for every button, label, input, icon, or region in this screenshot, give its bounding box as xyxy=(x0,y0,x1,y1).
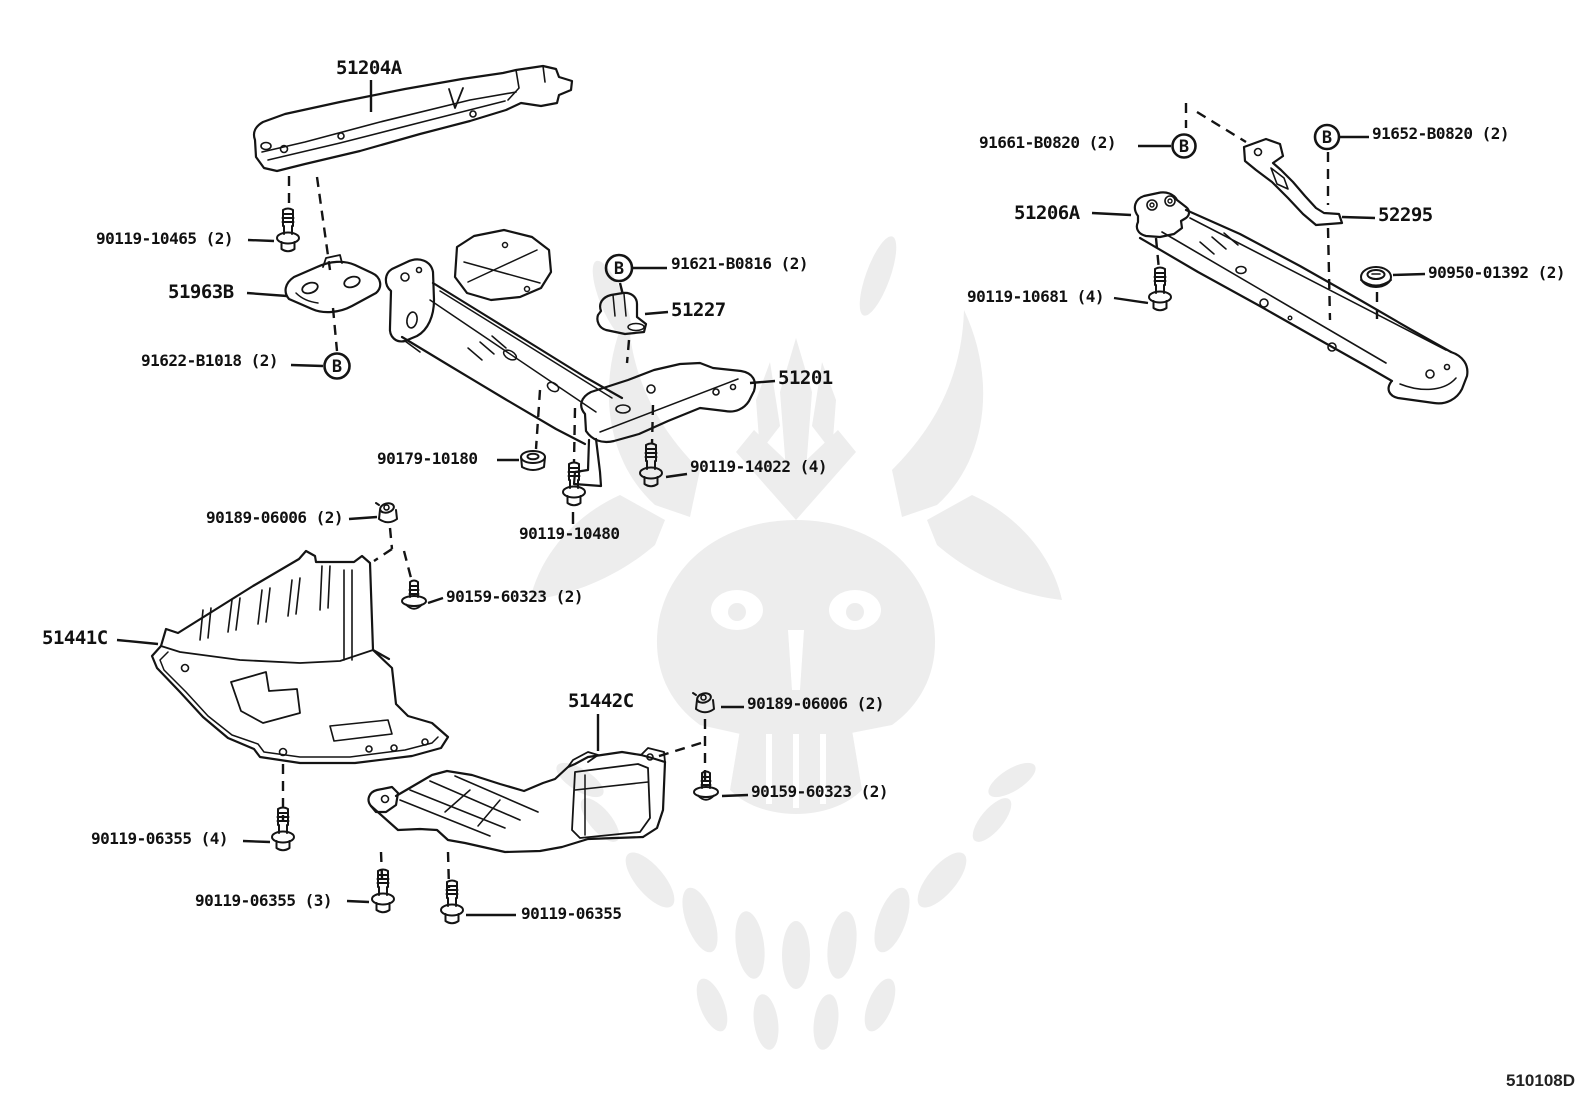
nut-90179-10180-icon xyxy=(520,450,546,471)
label-bolt-90119-06355-qty3: 90119-06355 (3) xyxy=(195,891,333,910)
circled-b-markers xyxy=(323,123,1341,380)
bolt-90119-06355-qty3-icon xyxy=(371,868,395,914)
circled-b-letters: B B B B xyxy=(332,128,1332,377)
label-bolt-90119-10465: 90119-10465 (2) xyxy=(96,229,234,248)
label-bolt-91621-b0816: 91621-B0816 (2) xyxy=(671,254,809,273)
label-part-51963b: 51963B xyxy=(168,281,234,303)
marker-b-2: B xyxy=(614,259,624,279)
part-51441c-drawing xyxy=(150,549,450,765)
label-part-51227: 51227 xyxy=(671,299,726,321)
label-bolt-91622-b1018: 91622-B1018 (2) xyxy=(141,351,279,370)
label-bolt-91661-b0820: 91661-B0820 (2) xyxy=(979,133,1117,152)
bolt-90119-10465-icon xyxy=(276,207,300,253)
bolt-90119-14022-icon xyxy=(639,442,663,488)
label-part-52295: 52295 xyxy=(1378,204,1433,226)
screw-90159-left-icon xyxy=(401,579,427,610)
screw-90159-right-icon xyxy=(693,770,719,801)
label-part-51442c: 51442C xyxy=(568,690,634,712)
watermark-samurai-mask xyxy=(530,236,1062,1050)
label-bolt-91652-b0820: 91652-B0820 (2) xyxy=(1372,124,1510,143)
label-bolt-90119-10681: 90119-10681 (4) xyxy=(967,287,1105,306)
label-bolt-90119-14022: 90119-14022 (4) xyxy=(690,457,828,476)
label-part-51441c: 51441C xyxy=(42,627,108,649)
marker-b-3: B xyxy=(1179,137,1189,157)
label-nut-90189-06006-right: 90189-06006 (2) xyxy=(747,694,885,713)
bolt-90119-06355-qty4-icon xyxy=(271,806,295,852)
part-51201-drawing xyxy=(384,228,757,488)
drawing-code: 510108D xyxy=(1506,1071,1576,1090)
label-bolt-90119-10480: 90119-10480 xyxy=(519,524,620,543)
label-part-51204a: 51204A xyxy=(336,57,402,79)
part-51227-drawing xyxy=(596,291,648,336)
part-51442c-drawing xyxy=(367,747,667,854)
callout-leader-lines xyxy=(116,80,1426,917)
label-bolt-90119-06355-qty4: 90119-06355 (4) xyxy=(91,829,229,848)
bolt-90119-06355-icon xyxy=(440,879,464,925)
label-screw-90159-60323-right: 90159-60323 (2) xyxy=(751,782,889,801)
label-nut-90189-06006-left: 90189-06006 (2) xyxy=(206,508,344,527)
bolt-90119-10480-icon xyxy=(562,461,586,507)
clip-nut-90189-left-icon xyxy=(375,502,398,524)
label-nut-90179-10180: 90179-10180 xyxy=(377,449,478,468)
part-51963b-drawing xyxy=(284,254,382,314)
bolt-90119-10681-icon xyxy=(1148,266,1172,312)
marker-b-4: B xyxy=(1322,128,1332,148)
label-plug-90950-01392: 90950-01392 (2) xyxy=(1428,263,1566,282)
label-part-51201: 51201 xyxy=(778,367,833,389)
marker-b-1: B xyxy=(332,357,342,377)
label-screw-90159-60323-left: 90159-60323 (2) xyxy=(446,587,584,606)
part-51206a-drawing xyxy=(1133,191,1469,405)
label-bolt-90119-06355: 90119-06355 xyxy=(521,904,622,923)
label-part-51206a: 51206A xyxy=(1014,202,1080,224)
part-51204a-drawing xyxy=(252,64,574,173)
plug-90950-01392-icon xyxy=(1360,266,1392,288)
part-52295-drawing xyxy=(1242,137,1344,227)
clip-nut-90189-right-icon xyxy=(692,692,715,714)
